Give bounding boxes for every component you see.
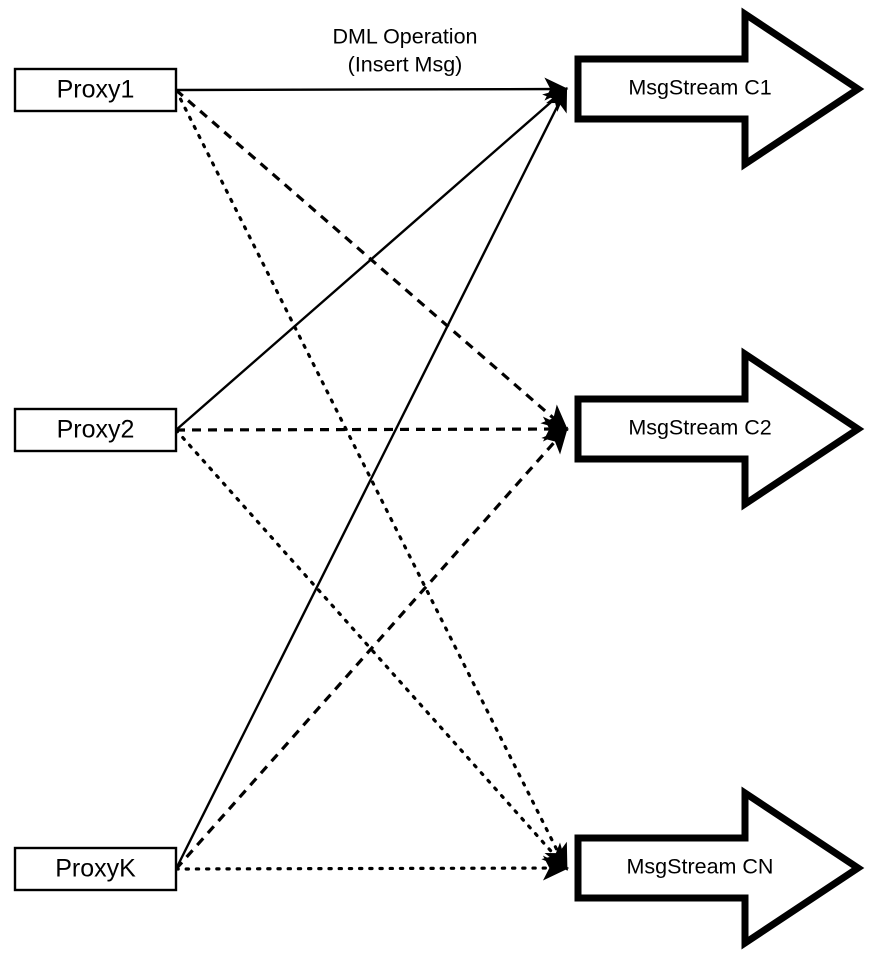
msgstream-arrow-group: MsgStream C1 MsgStream C2 MsgStream CN <box>574 7 865 950</box>
edge-caption-group: DML Operation (Insert Msg) <box>333 25 478 77</box>
node-proxy2-label: Proxy2 <box>57 416 135 444</box>
block-arrow-shape-c2[interactable] <box>574 347 865 511</box>
edge-caption-line-1: DML Operation <box>333 25 478 49</box>
block-arrow-stream-c2[interactable]: MsgStream C2 <box>574 347 865 511</box>
node-proxyk[interactable]: ProxyK <box>13 846 178 892</box>
edge-proxyk-to-stream-c2 <box>174 426 569 871</box>
edge-proxyk-to-stream-cn <box>174 855 570 881</box>
block-arrow-shape-c1[interactable] <box>574 7 865 171</box>
edge-proxy2-to-stream-cn <box>174 428 569 871</box>
block-arrow-stream-c1[interactable]: MsgStream C1 <box>574 7 865 171</box>
node-proxy1-rect[interactable] <box>13 67 178 113</box>
block-arrow-label-c2: MsgStream C2 <box>628 416 771 440</box>
edge-layer <box>174 77 570 881</box>
edge-proxyk-to-stream-c1 <box>174 86 568 870</box>
block-arrow-shape-cn[interactable] <box>574 786 865 950</box>
edge-proxy2-to-stream-c2 <box>175 416 570 442</box>
node-proxy1-label: Proxy1 <box>57 76 135 104</box>
block-arrow-stream-cn[interactable]: MsgStream CN <box>574 786 865 950</box>
node-proxyk-label: ProxyK <box>55 855 136 883</box>
edge-proxy1-to-stream-cn <box>174 88 568 871</box>
node-proxy2[interactable]: Proxy2 <box>13 407 178 453</box>
edge-caption-line-2: (Insert Msg) <box>348 53 463 77</box>
node-proxy2-rect[interactable] <box>13 407 178 453</box>
block-arrow-label-cn: MsgStream CN <box>627 855 774 879</box>
block-arrow-label-c1: MsgStream C1 <box>628 76 771 100</box>
proxy-node-group: Proxy1 Proxy2 ProxyK <box>13 67 178 892</box>
node-proxy1[interactable]: Proxy1 <box>13 67 178 113</box>
edge-proxy1-to-stream-c1 <box>175 77 569 101</box>
node-proxyk-rect[interactable] <box>13 846 178 892</box>
edge-proxy2-to-stream-c1 <box>175 87 568 431</box>
